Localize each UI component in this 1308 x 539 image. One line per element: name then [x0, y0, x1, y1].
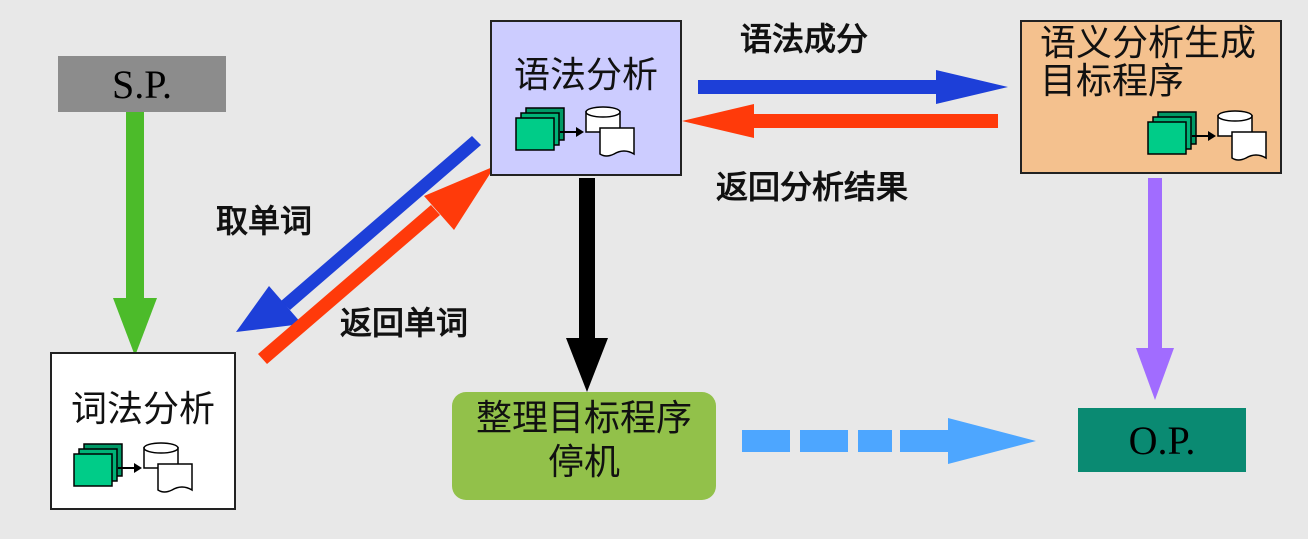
source-program-label: S.P. [111, 61, 173, 107]
parser-label: 语法分析 [513, 55, 658, 96]
arrow-parser-to-finalize [566, 178, 608, 392]
lexer-label: 词法分析 [70, 389, 215, 430]
finalize-node: 整理目标程序 停机 [452, 392, 716, 500]
finalize-label-line2: 停机 [547, 442, 620, 483]
arrow-semantic-to-op [1136, 178, 1174, 400]
semantic-label-line1: 语义分析生成 [1040, 23, 1257, 64]
edge-label-return-word: 返回单词 [340, 304, 469, 342]
arrow-syntax-component [698, 70, 1008, 104]
object-program-node: O.P. [1078, 408, 1246, 472]
arrow-sp-to-lexer [113, 112, 157, 356]
edge-label-get-word: 取单词 [216, 202, 313, 240]
edge-label-return-result: 返回分析结果 [716, 168, 909, 206]
process-icon [73, 442, 193, 493]
semantic-node: 语义分析生成 目标程序 [1020, 20, 1282, 174]
arrow-finalize-to-op [742, 418, 1036, 464]
finalize-label-line1: 整理目标程序 [475, 398, 692, 439]
parser-node: 语法分析 [490, 20, 682, 176]
process-icon [515, 106, 635, 157]
arrow-get-word [236, 136, 481, 332]
source-program-node: S.P. [58, 56, 226, 112]
process-icon [1147, 110, 1267, 161]
semantic-label-line2: 目标程序 [1040, 61, 1185, 102]
lexer-node: 词法分析 [50, 352, 236, 510]
arrow-return-result [682, 104, 998, 138]
object-program-label: O.P. [1128, 417, 1196, 463]
arrow-return-word [258, 166, 495, 364]
edge-label-syntax-component: 语法成分 [740, 20, 869, 58]
